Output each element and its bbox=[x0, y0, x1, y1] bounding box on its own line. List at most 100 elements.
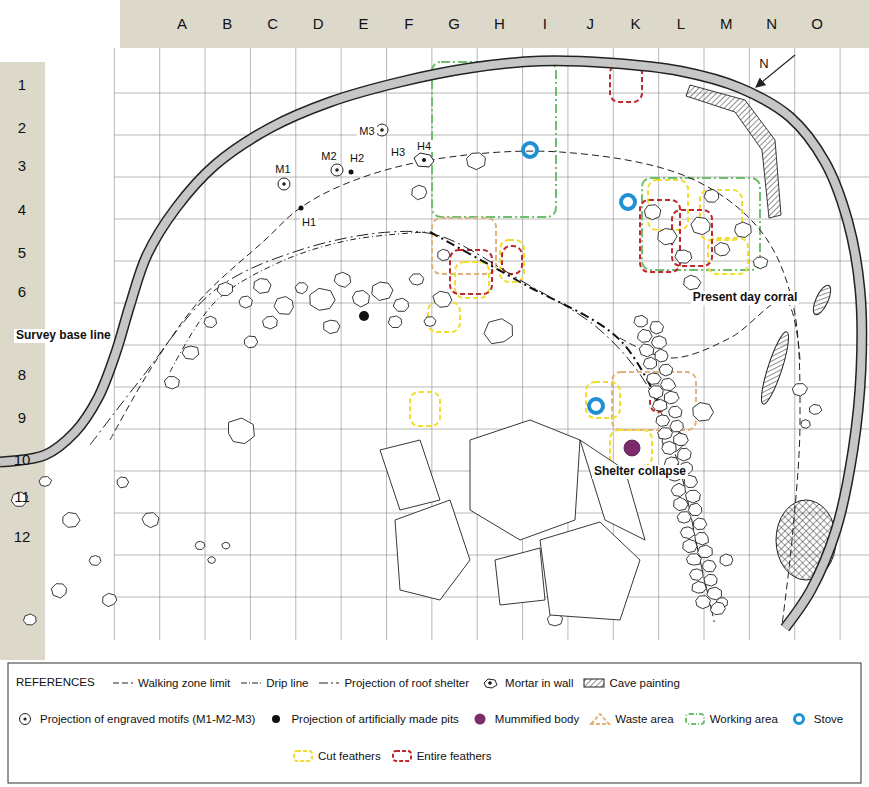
legend-text: Entire feathers bbox=[417, 750, 492, 762]
mortar-symbol bbox=[349, 170, 354, 175]
column-label: J bbox=[586, 15, 594, 32]
rock bbox=[688, 503, 701, 516]
grid-line bbox=[205, 48, 206, 640]
survey-grid bbox=[114, 48, 869, 640]
column-label: K bbox=[631, 15, 641, 32]
legend-item: Mummified body bbox=[469, 712, 579, 726]
column-label: M bbox=[720, 15, 733, 32]
rock bbox=[63, 512, 80, 527]
rock bbox=[671, 483, 685, 496]
rock bbox=[677, 512, 691, 523]
grid-line bbox=[840, 48, 841, 640]
drip-line bbox=[170, 232, 425, 372]
rock bbox=[692, 581, 706, 593]
rock bbox=[217, 282, 232, 295]
legend-item: Mortar in wall bbox=[479, 676, 573, 690]
grid-line bbox=[114, 429, 869, 430]
rock bbox=[164, 377, 179, 389]
mortar-label: H4 bbox=[415, 140, 433, 153]
waste-area bbox=[612, 372, 696, 430]
rock bbox=[647, 373, 662, 384]
legend-sample bbox=[240, 676, 262, 690]
row-label: 5 bbox=[18, 244, 26, 261]
legend-item: Stove bbox=[788, 712, 843, 726]
rock bbox=[801, 420, 810, 429]
grid-line bbox=[522, 48, 523, 640]
rock bbox=[644, 205, 660, 220]
legend-sample bbox=[14, 712, 36, 726]
legend-sample bbox=[292, 749, 314, 763]
rocks bbox=[11, 153, 822, 626]
grid-line bbox=[114, 177, 869, 178]
row-label: 3 bbox=[18, 157, 26, 174]
rock bbox=[704, 189, 719, 202]
motif-label: M1 bbox=[273, 163, 292, 176]
column-label: L bbox=[677, 15, 685, 32]
rock bbox=[707, 587, 722, 600]
legend-heading: REFERENCES bbox=[16, 676, 95, 689]
grid-line bbox=[159, 48, 160, 640]
row-label: 12 bbox=[14, 528, 31, 545]
column-label: G bbox=[448, 15, 460, 32]
column-label: O bbox=[811, 15, 823, 32]
rock bbox=[142, 513, 159, 528]
legend-text: Projection of roof shelter bbox=[344, 677, 469, 689]
rock bbox=[23, 614, 36, 625]
cut-area bbox=[708, 238, 748, 274]
rock bbox=[696, 596, 711, 609]
column-label: F bbox=[404, 15, 413, 32]
rock bbox=[650, 322, 664, 334]
rock bbox=[39, 477, 52, 487]
row-label: 8 bbox=[18, 366, 26, 383]
grid-line bbox=[114, 555, 869, 556]
stove-symbol bbox=[523, 143, 537, 157]
rock bbox=[684, 275, 701, 290]
grid-bands bbox=[0, 0, 869, 660]
rock bbox=[690, 569, 704, 581]
column-label: D bbox=[313, 15, 324, 32]
rock bbox=[710, 602, 725, 615]
legend-frame bbox=[8, 663, 861, 783]
rock bbox=[658, 428, 673, 439]
grid-line bbox=[386, 48, 387, 640]
rock bbox=[686, 490, 701, 503]
activity-areas bbox=[410, 62, 760, 466]
legend-item: Projection of artificially made pits bbox=[265, 712, 458, 726]
grid-line bbox=[749, 48, 750, 640]
pit-symbol bbox=[359, 311, 369, 321]
rock bbox=[703, 560, 716, 572]
rock bbox=[792, 384, 807, 396]
legend-text: Waste area bbox=[615, 713, 673, 725]
collapse-block bbox=[540, 522, 640, 620]
legend-item: Entire feathers bbox=[391, 749, 492, 763]
motif-label: M3 bbox=[357, 125, 376, 138]
rock bbox=[656, 415, 670, 426]
mortar-symbol bbox=[422, 158, 426, 162]
mortar-label: H2 bbox=[348, 152, 366, 165]
rock bbox=[117, 477, 128, 488]
survey-lines bbox=[90, 151, 800, 625]
legend-item: Working area bbox=[684, 712, 778, 726]
rock bbox=[638, 329, 653, 342]
roof-projection bbox=[90, 231, 715, 625]
legend-item: Projection of roof shelter bbox=[318, 676, 469, 690]
rock bbox=[683, 539, 697, 552]
row-label: 6 bbox=[18, 283, 26, 300]
rock bbox=[424, 317, 436, 327]
rock bbox=[704, 574, 717, 586]
rock bbox=[634, 315, 647, 327]
legend-text: Mummified body bbox=[495, 713, 579, 725]
rock bbox=[678, 448, 692, 461]
column-label: A bbox=[177, 15, 187, 32]
rock bbox=[310, 288, 335, 310]
collapse-block bbox=[380, 440, 440, 510]
mortar-symbol bbox=[299, 206, 304, 211]
rock bbox=[372, 282, 393, 300]
entire-area bbox=[502, 246, 522, 274]
engraved-motif bbox=[282, 182, 286, 186]
rock bbox=[208, 557, 216, 564]
legend-row: Projection of engraved motifs (M1-M2-M3)… bbox=[14, 712, 853, 726]
rock bbox=[735, 222, 752, 237]
legend-text: Drip line bbox=[266, 677, 308, 689]
rock bbox=[680, 527, 694, 539]
